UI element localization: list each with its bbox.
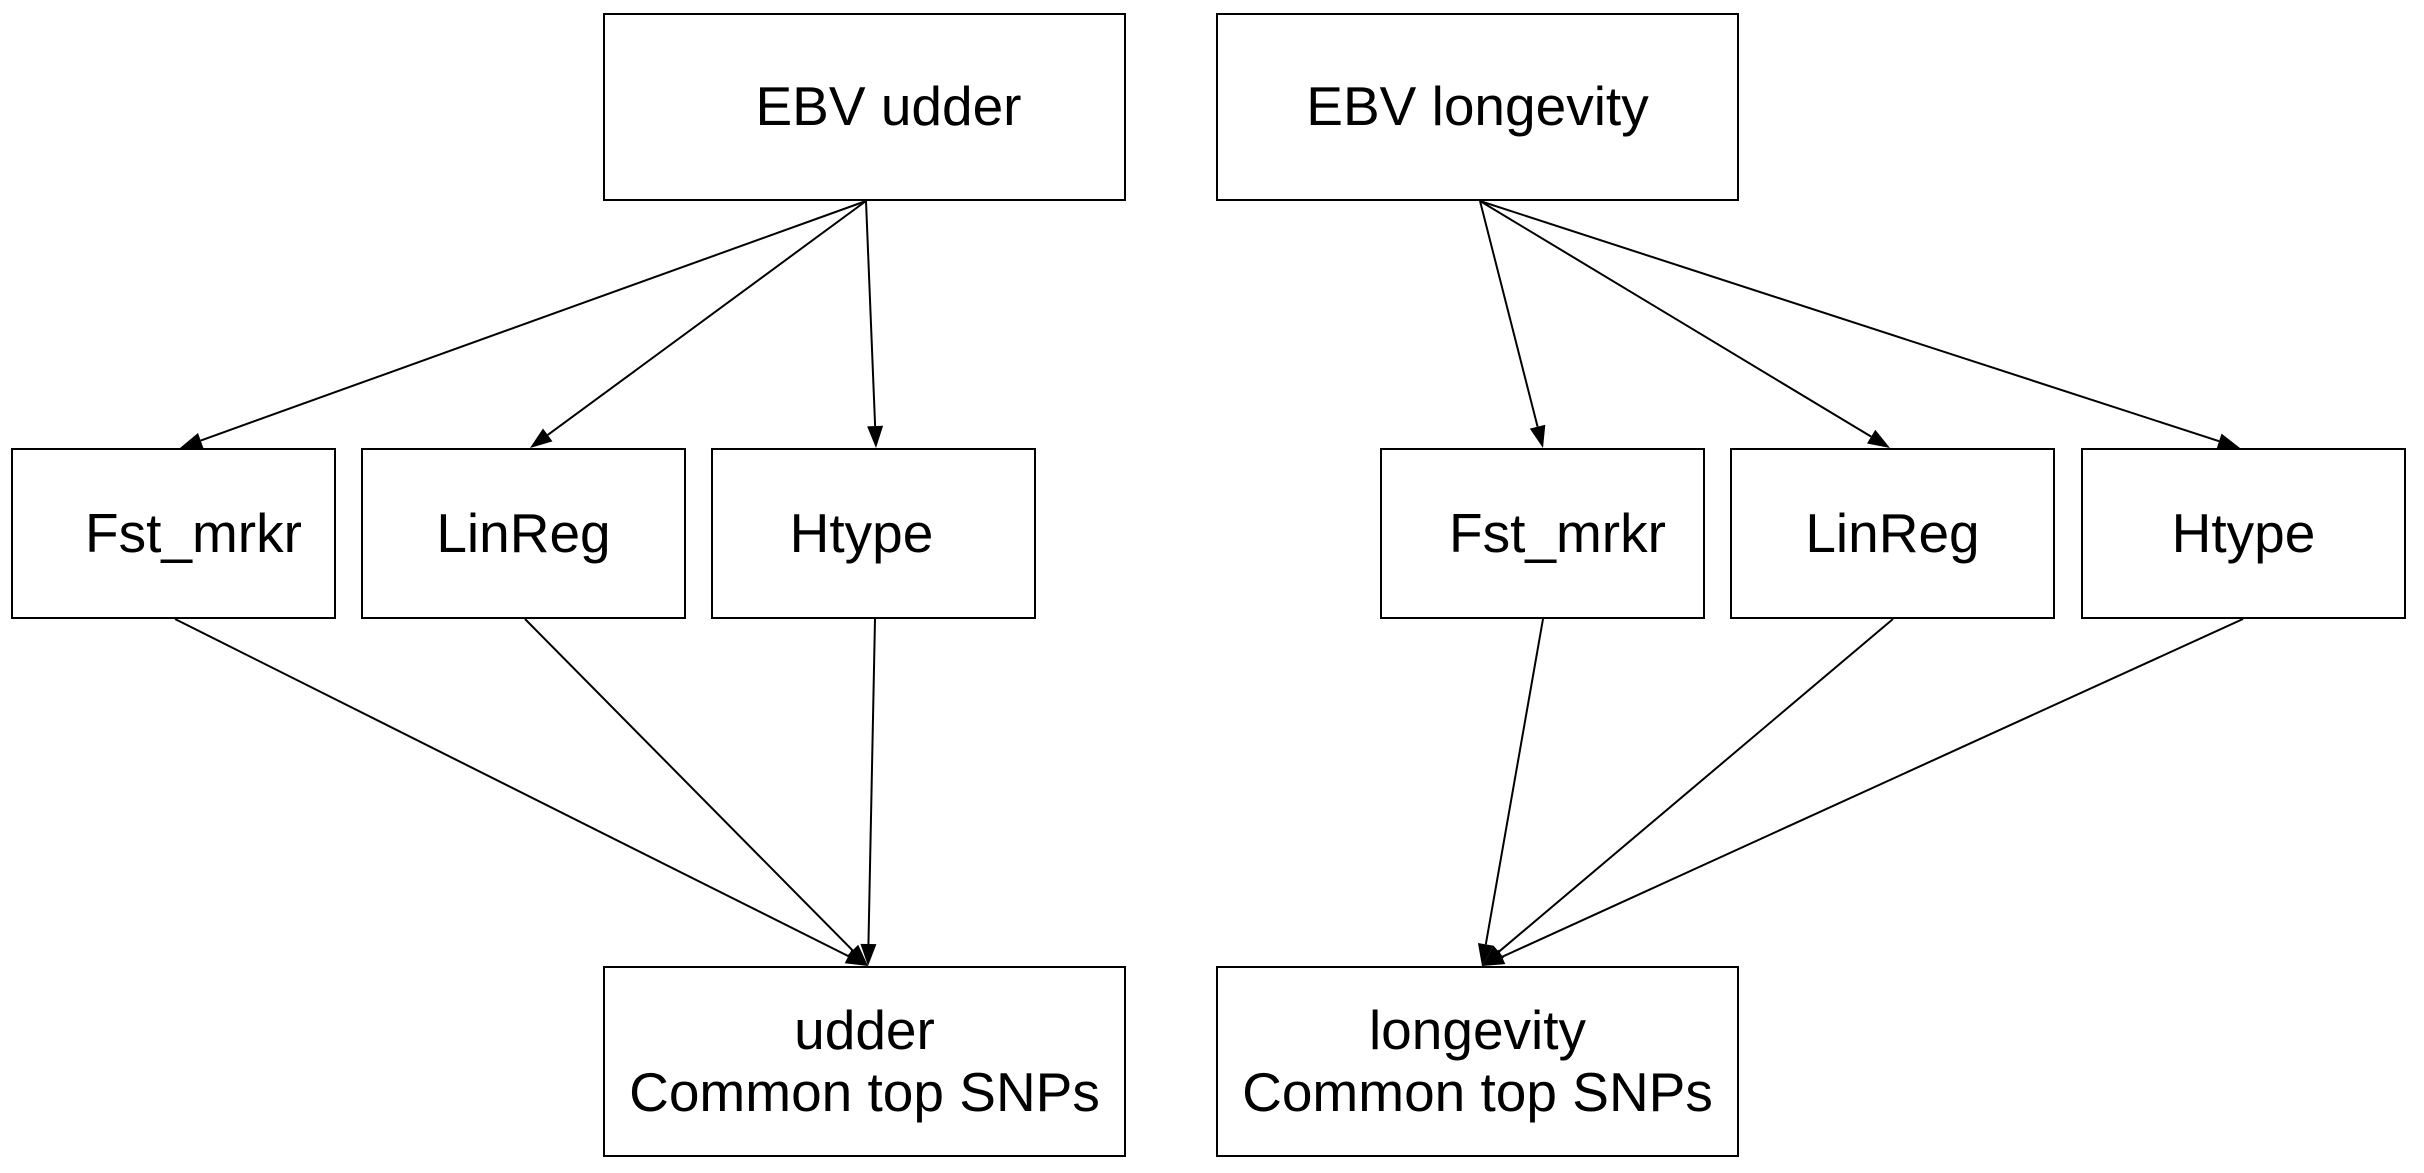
longevity-fst-mrkr-box: Fst_mrkr	[1380, 448, 1705, 619]
longevity-htype-label: Htype	[2171, 501, 2316, 564]
udder-htype-label: Htype	[789, 501, 934, 564]
udder-htype-to-udder-common-line	[867, 618, 876, 945]
udder-linreg-box: LinReg	[361, 448, 686, 619]
udder-fst-mrkr-box: Fst_mrkr	[11, 448, 336, 619]
ebv-udder-label: EBV udder	[755, 75, 1022, 138]
ebv-udder-to-udder-linreg-arrowhead	[530, 428, 553, 448]
udder-fst-mrkr-label: Fst_mrkr	[85, 501, 302, 564]
udder-fst-to-udder-common-line	[174, 618, 849, 958]
ebv-long-to-long-linreg-line	[1479, 200, 1872, 438]
ebv-udder-to-udder-linreg-line	[547, 200, 867, 436]
ebv-udder-to-udder-htype-line	[865, 200, 877, 427]
ebv-long-to-long-fst-line	[1479, 200, 1539, 427]
long-fst-to-long-common-arrowhead	[1477, 942, 1494, 966]
longevity-common-subtitle: Common top SNPs	[1242, 1060, 1713, 1123]
ebv-longevity-box: EBV longevity	[1216, 13, 1739, 201]
udder-common-subtitle: Common top SNPs	[629, 1060, 1100, 1123]
long-linreg-to-long-common-line	[1498, 618, 1894, 953]
long-fst-to-long-common-line	[1484, 618, 1544, 945]
ebv-udder-to-udder-htype-arrowhead	[867, 425, 884, 448]
longevity-linreg-label: LinReg	[1805, 501, 1980, 564]
longevity-common-snps-box: longevity Common top SNPs	[1216, 966, 1739, 1157]
longevity-linreg-box: LinReg	[1730, 448, 2055, 619]
udder-common-title: udder	[794, 998, 935, 1061]
ebv-long-to-long-htype-line	[1479, 200, 2220, 443]
ebv-udder-to-udder-fst-arrowhead	[180, 433, 204, 449]
udder-htype-box: Htype	[711, 448, 1036, 619]
ebv-udder-to-udder-fst-line	[200, 200, 867, 442]
udder-linreg-to-udder-common-arrowhead	[846, 944, 868, 966]
ebv-long-to-long-linreg-arrowhead	[1867, 429, 1890, 448]
udder-htype-to-udder-common-arrowhead	[860, 943, 877, 966]
long-htype-to-long-common-arrowhead	[1482, 949, 1506, 966]
ebv-long-to-long-fst-arrowhead	[1529, 424, 1546, 448]
ebv-udder-box: EBV udder	[603, 13, 1126, 201]
long-htype-to-long-common-line	[1501, 618, 2244, 958]
ebv-longevity-label: EBV longevity	[1306, 75, 1649, 138]
longevity-common-title: longevity	[1368, 998, 1587, 1061]
longevity-htype-box: Htype	[2081, 448, 2406, 619]
longevity-fst-mrkr-label: Fst_mrkr	[1449, 501, 1666, 564]
udder-linreg-label: LinReg	[436, 501, 611, 564]
udder-linreg-to-udder-common-line	[524, 618, 854, 952]
udder-common-snps-box: udder Common top SNPs	[603, 966, 1126, 1157]
ebv-long-to-long-htype-arrowhead	[2216, 433, 2240, 449]
